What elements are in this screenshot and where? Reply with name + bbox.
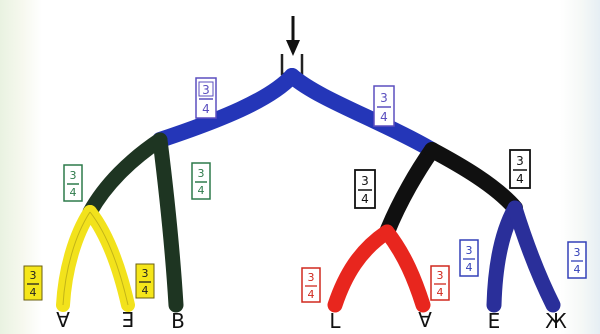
fraction-denominator: 4 [516,172,524,186]
fraction-label-blue-right: 3 4 [373,85,395,127]
fraction-label-yellow-left: 3 4 [23,265,43,301]
fraction-numerator: 3 [202,83,210,97]
fraction-label-green-left: 3 4 [63,164,83,202]
fraction-label-green-right: 3 4 [191,162,211,200]
fraction-label-red-left: 3 4 [301,267,321,303]
fraction-numerator: 3 [380,91,388,105]
fraction-denominator: 4 [70,186,77,199]
fraction-denominator: 4 [574,263,581,276]
fraction-denominator: 4 [142,284,149,297]
input-arrow [286,16,300,56]
fraction-numerator: 3 [361,174,369,188]
fraction-numerator: 3 [142,267,149,280]
yellow-outline [62,211,129,306]
outlet-label-zh: Ж [545,309,567,333]
fraction-numerator: 3 [308,271,315,284]
fraction-numerator: 3 [574,246,581,259]
blue-branch-left [152,68,300,148]
yellow-branch-left [56,205,97,312]
fraction-label-blue-left: 3 4 [195,77,217,119]
fraction-denominator: 4 [437,286,444,299]
indigo-branch-right [507,200,561,313]
blue-branch-right [284,68,440,158]
outlet-label-e-flipped: E [122,307,135,331]
fraction-numerator: 3 [30,269,37,282]
fraction-label-black-right: 3 4 [509,149,531,189]
fraction-label-indigo-right: 3 4 [567,241,587,279]
black-branch-left [379,142,440,240]
outlet-label-a2-flipped: A [418,307,432,331]
black-branch-right [424,142,523,216]
green-branch-left [82,132,168,220]
fraction-numerator: 3 [70,169,77,182]
fraction-denominator: 4 [30,286,37,299]
fraction-numerator: 3 [437,269,444,282]
green-branch-right [152,132,184,313]
fraction-denominator: 4 [202,102,210,116]
fraction-numerator: 3 [466,244,473,257]
fraction-denominator: 4 [380,110,388,124]
fraction-numerator: 3 [516,154,524,168]
red-branch-right [379,224,431,313]
red-branch-left [327,224,395,313]
outlet-label-b: B [171,309,185,333]
fraction-label-yellow-right: 3 4 [135,263,155,299]
outlet-label-l: L [329,309,341,333]
fraction-label-black-left: 3 4 [354,169,376,209]
fraction-denominator: 4 [198,184,205,197]
outlet-label-a-flipped: A [56,307,70,331]
fraction-numerator: 3 [198,167,205,180]
yellow-branch-right [83,205,135,312]
fraction-label-red-right: 3 4 [430,265,450,301]
fraction-label-indigo-left: 3 4 [459,239,479,277]
fraction-denominator: 4 [361,192,369,206]
fraction-denominator: 4 [466,261,473,274]
fraction-denominator: 4 [308,288,315,301]
outlet-label-e: E [488,309,501,333]
